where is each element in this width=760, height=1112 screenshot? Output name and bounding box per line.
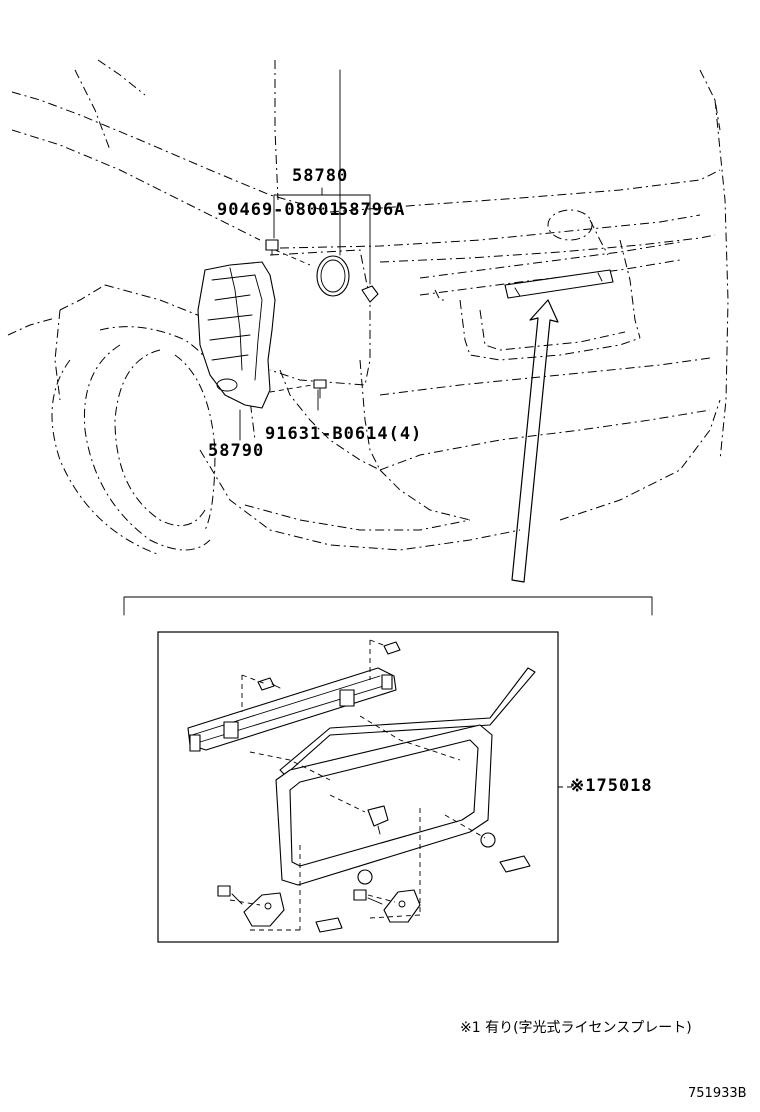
clip-90469-part — [265, 239, 279, 256]
callout-arrow — [511, 299, 559, 583]
label-58780: 58780 — [292, 166, 349, 186]
bracket-58790-part — [197, 261, 276, 409]
label-175018: ※175018 — [570, 776, 653, 796]
license-plate-frame-assembly — [187, 639, 536, 933]
vehicle-body — [7, 59, 729, 556]
fuel-lid-area — [269, 249, 371, 386]
label-91631-b0614: 91631-B0614(4) — [265, 424, 423, 444]
footnote: ※1 有り(字光式ライセンスプレート) — [460, 1020, 692, 1036]
figure-code: 751933B — [688, 1086, 747, 1101]
cushion-58796a-part — [361, 285, 379, 303]
label-58790: 58790 — [208, 441, 265, 461]
gasket-58780-ring — [316, 255, 350, 297]
group-bracket — [123, 596, 653, 616]
license-lamp-bar — [504, 269, 614, 299]
leader-lines — [239, 69, 371, 441]
label-90469-08001: 90469-08001 — [217, 200, 341, 220]
label-58796a: 58796A — [338, 200, 406, 220]
bolt-91631-part — [313, 379, 327, 399]
